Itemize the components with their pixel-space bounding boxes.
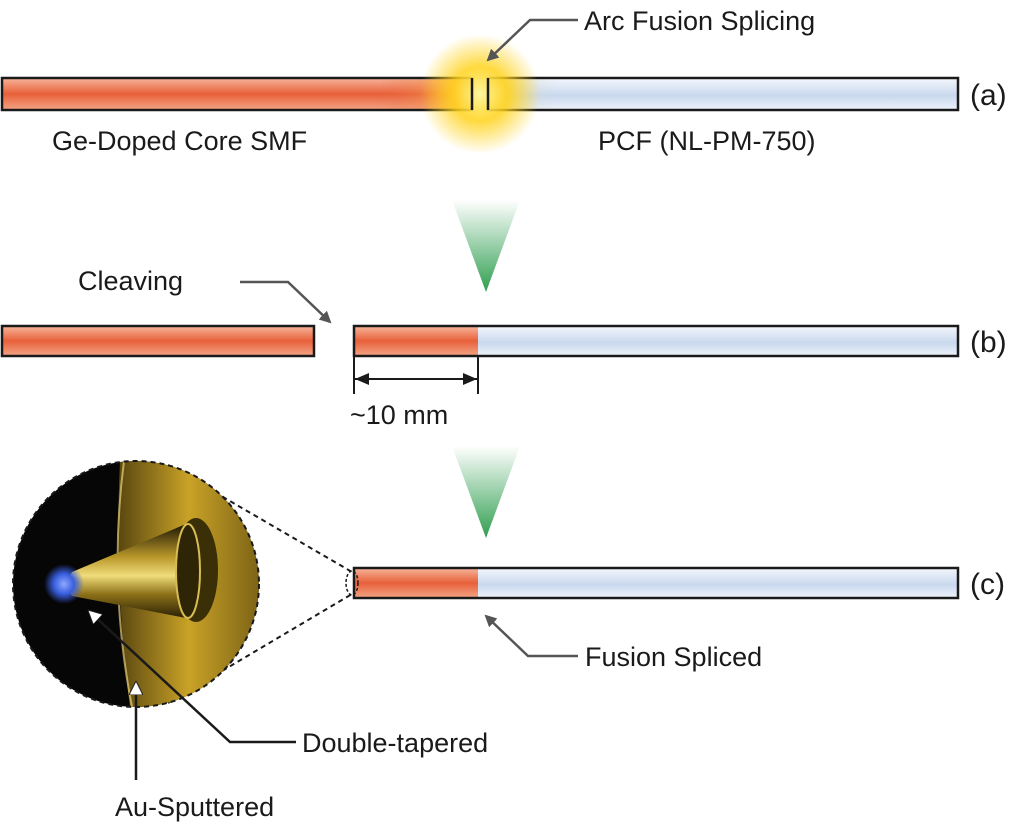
panel-label-c: (c)	[970, 568, 1005, 601]
probe-fiber-c-outline	[352, 566, 960, 600]
label-length: ~10 mm	[350, 400, 448, 430]
pcf-fiber-c	[478, 568, 958, 598]
down-triangle-icon	[452, 446, 520, 538]
arc-fusion-arrow-icon	[486, 18, 578, 62]
panel-a: Arc Fusion Splicing Ge-Doped Core SMF PC…	[0, 6, 1007, 156]
label-smf: Ge-Doped Core SMF	[52, 126, 307, 156]
magnified-probe-tip-inset	[12, 460, 260, 708]
down-triangle-icon	[452, 200, 520, 292]
panel-c: Fusion Spliced (c) Double-tapered Au-Spu…	[12, 460, 1005, 822]
label-au-sputtered: Au-Sputtered	[115, 792, 274, 822]
smf-fiber-b-cut	[0, 324, 316, 358]
panel-label-b: (b)	[970, 326, 1007, 359]
label-arc-fusion-splicing: Arc Fusion Splicing	[584, 6, 815, 36]
tip-glow	[44, 564, 84, 604]
label-fusion-spliced: Fusion Spliced	[585, 642, 762, 672]
panel-label-a: (a)	[970, 79, 1007, 112]
fusion-spliced-arrow-icon	[484, 614, 578, 658]
label-cleaving: Cleaving	[78, 266, 183, 296]
probe-fiber-b-outline	[352, 324, 960, 358]
double-tapered-arrow-icon	[90, 612, 296, 744]
pcf-fiber-a	[486, 76, 960, 112]
label-pcf: PCF (NL-PM-750)	[598, 126, 816, 156]
cleaving-arrow-icon	[240, 280, 332, 324]
arc-glow	[420, 34, 540, 154]
smf-segment-b	[354, 326, 478, 356]
double-tapered-cone	[68, 524, 196, 618]
probe-tip-marker	[345, 570, 359, 596]
label-double-tapered: Double-tapered	[302, 728, 488, 758]
panel-b: Cleaving ~10 mm (b)	[0, 266, 1007, 430]
smf-segment-c	[354, 568, 478, 598]
pcf-fiber-b	[478, 326, 958, 356]
